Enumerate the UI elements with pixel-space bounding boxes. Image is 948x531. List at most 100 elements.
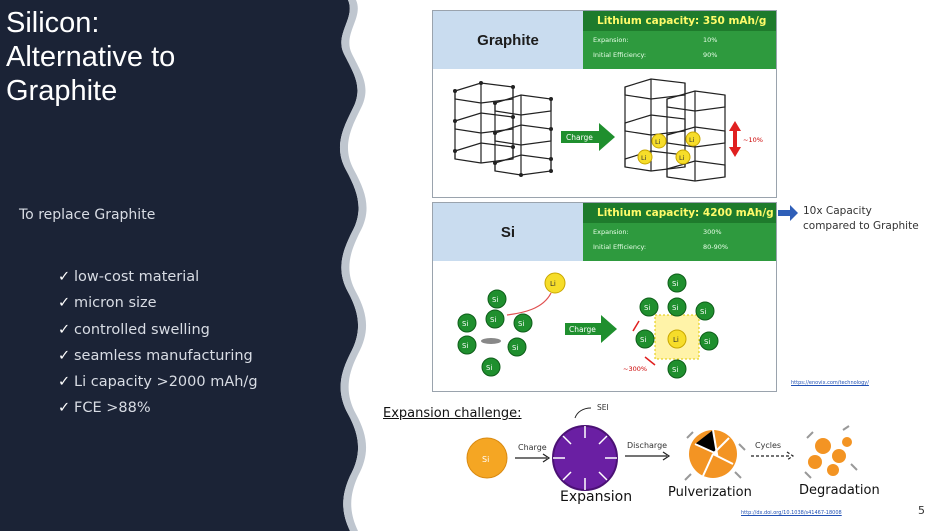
check-icon: ✓ (58, 400, 71, 417)
si-capacity: Lithium capacity: 4200 mAh/g (583, 203, 776, 223)
expansion-label: Expansion: (593, 36, 629, 44)
svg-text:Si: Si (512, 344, 518, 352)
svg-text:Li: Li (679, 154, 685, 162)
check-icon: ✓ (58, 295, 71, 312)
degraded-particle (804, 425, 858, 479)
check-icon: ✓ (58, 374, 71, 391)
capacity-callout: 10x Capacity compared to Graphite (803, 204, 919, 234)
check-icon: ✓ (58, 321, 71, 338)
benefit-text: Li capacity >2000 mAh/g (74, 374, 258, 391)
graphite-efficiency-row: Initial Efficiency: 90% (593, 51, 717, 59)
si-expansion-note: ~300% (623, 365, 647, 373)
svg-text:Si: Si (486, 364, 492, 372)
si-charge-label: Charge (569, 325, 596, 334)
svg-text:Si: Si (700, 308, 706, 316)
si-particle: Si (466, 437, 508, 479)
svg-text:Li: Li (689, 136, 695, 144)
cycles-label: Cycles (755, 441, 781, 450)
si-panel: Si Lithium capacity: 4200 mAh/g Expansio… (432, 202, 777, 392)
si-name: Si (433, 203, 583, 261)
svg-text:Si: Si (490, 316, 496, 324)
graphite-properties: Lithium capacity: 350 mAh/g Expansion: 1… (583, 11, 776, 69)
svg-text:Si: Si (462, 320, 468, 328)
graphite-capacity: Lithium capacity: 350 mAh/g (583, 11, 776, 31)
expansion-value: 10% (703, 36, 718, 44)
slide-subtitle: To replace Graphite (19, 207, 156, 223)
source-link[interactable]: http://dx.doi.org/10.1038/s41467-18008 (741, 510, 842, 516)
efficiency-value: 90% (703, 51, 718, 59)
efficiency-label: Initial Efficiency: (593, 243, 647, 251)
lithium-ions: Li Li Li Li (637, 131, 701, 165)
title-line: Alternative to (6, 41, 176, 73)
graphite-panel: Graphite Lithium capacity: 350 mAh/g Exp… (432, 10, 777, 198)
svg-text:Li: Li (655, 138, 661, 146)
arrow-right-icon: Charge (565, 315, 617, 343)
discharge-label: Discharge (627, 441, 667, 450)
benefit-item: ✓micron size (58, 290, 258, 316)
arrow-right-icon: Charge (561, 123, 615, 151)
benefit-item: ✓low-cost material (58, 264, 258, 290)
sei-label: SEI (597, 403, 609, 412)
callout-line: compared to Graphite (803, 220, 919, 232)
graphite-lattice (454, 82, 552, 176)
stage-pulverization: Pulverization (668, 485, 752, 500)
svg-text:Li: Li (641, 154, 647, 162)
graphite-name: Graphite (433, 11, 583, 69)
svg-text:Si: Si (518, 320, 524, 328)
arrow-right-icon (625, 451, 671, 461)
title-panel: Silicon: Alternative to Graphite To repl… (0, 0, 370, 531)
benefit-text: controlled swelling (74, 321, 210, 338)
charge-label: Charge (518, 443, 547, 452)
svg-text:Si: Si (644, 304, 650, 312)
check-icon: ✓ (58, 269, 71, 285)
svg-text:Si: Si (482, 455, 489, 464)
callout-arrow-icon (778, 205, 798, 221)
benefit-item: ✓Li capacity >2000 mAh/g (58, 369, 258, 395)
efficiency-value: 80-90% (703, 243, 729, 251)
svg-text:Si: Si (672, 304, 678, 312)
title-line: Graphite (6, 75, 118, 107)
graphite-expansion-note: ~10% (743, 136, 763, 144)
efficiency-label: Initial Efficiency: (593, 51, 647, 59)
graphite-charge-label: Charge (566, 133, 593, 142)
benefit-item: ✓FCE >88% (58, 395, 258, 421)
si-efficiency-row: Initial Efficiency: 80-90% (593, 243, 728, 251)
svg-text:Si: Si (462, 342, 468, 350)
si-expansion-row: Expansion: 300% (593, 228, 722, 236)
graphite-lithiation-diagram: Charge Li Li Li Li ~10% (453, 78, 763, 182)
stage-degradation: Degradation (799, 483, 880, 498)
svg-text:Li: Li (550, 280, 556, 288)
benefit-text: seamless manufacturing (74, 347, 253, 364)
stage-expansion: Expansion (560, 489, 633, 505)
si-properties: Lithium capacity: 4200 mAh/g Expansion: … (583, 203, 776, 261)
svg-text:Li: Li (673, 336, 679, 344)
benefits-list: ✓low-cost material ✓micron size ✓control… (58, 264, 258, 422)
graphite-expansion-row: Expansion: 10% (593, 36, 717, 44)
expansion-value: 300% (703, 228, 722, 236)
arrow-right-icon (515, 453, 551, 463)
benefit-text: FCE >88% (74, 400, 151, 417)
source-link[interactable]: https://enovix.com/technology/ (791, 380, 869, 386)
page-number: 5 (918, 504, 925, 517)
svg-text:Si: Si (704, 338, 710, 346)
double-arrow-icon: ~10% (729, 121, 763, 157)
si-header: Si Lithium capacity: 4200 mAh/g Expansio… (433, 203, 776, 261)
callout-line: 10x Capacity (803, 205, 872, 217)
benefit-text: micron size (74, 295, 157, 312)
slide-title: Silicon: Alternative to Graphite (6, 6, 175, 108)
arrow-right-icon (751, 451, 795, 461)
benefit-item: ✓controlled swelling (58, 317, 258, 343)
expansion-diagram: Si Charge SEI Discharge Cycles (466, 403, 858, 491)
expansion-challenge-title: Expansion challenge: (383, 406, 522, 421)
title-line: Silicon: (6, 7, 100, 39)
pulverized-particle (684, 429, 746, 481)
benefit-text: low-cost material (74, 269, 200, 285)
graphite-header: Graphite Lithium capacity: 350 mAh/g Exp… (433, 11, 776, 69)
svg-text:Si: Si (672, 366, 678, 374)
svg-text:Si: Si (672, 280, 678, 288)
wavy-panel-background (0, 0, 370, 531)
expansion-label: Expansion: (593, 228, 629, 236)
